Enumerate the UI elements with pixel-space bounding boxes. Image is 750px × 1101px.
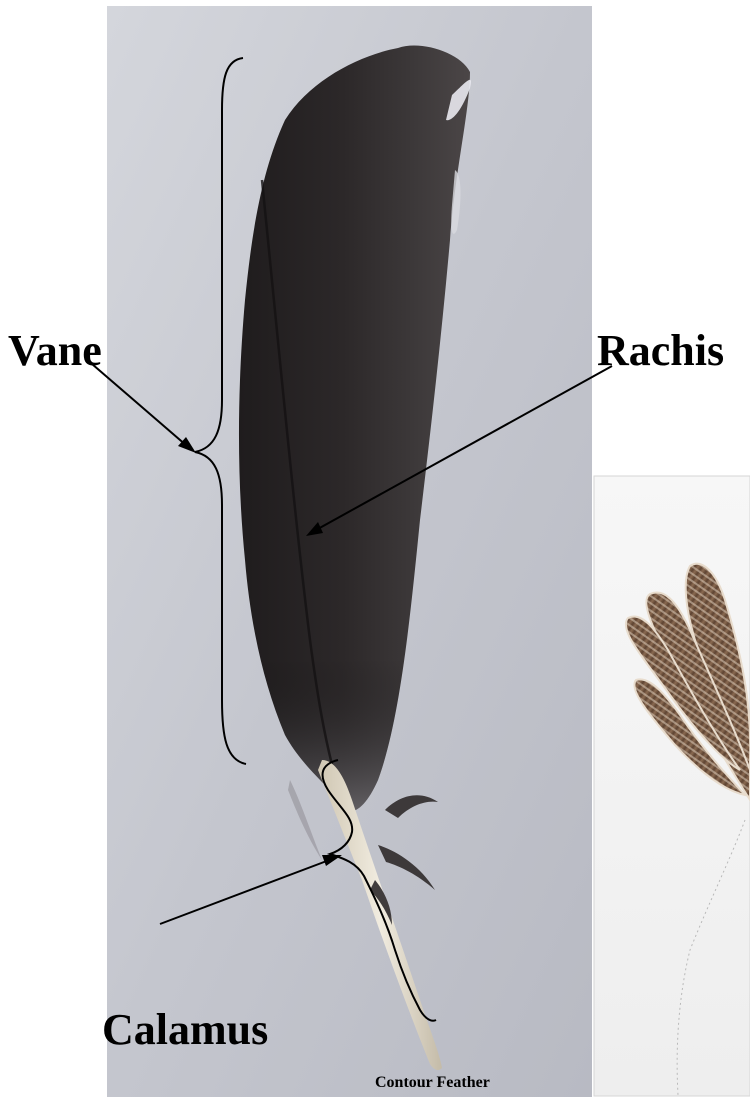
label-caption: Contour Feather xyxy=(375,1074,490,1091)
inset-feather-photo xyxy=(594,476,750,1096)
label-vane: Vane xyxy=(8,326,102,375)
contour-feather-photo xyxy=(107,6,592,1097)
label-rachis: Rachis xyxy=(597,326,724,375)
label-calamus: Calamus xyxy=(102,1005,268,1054)
